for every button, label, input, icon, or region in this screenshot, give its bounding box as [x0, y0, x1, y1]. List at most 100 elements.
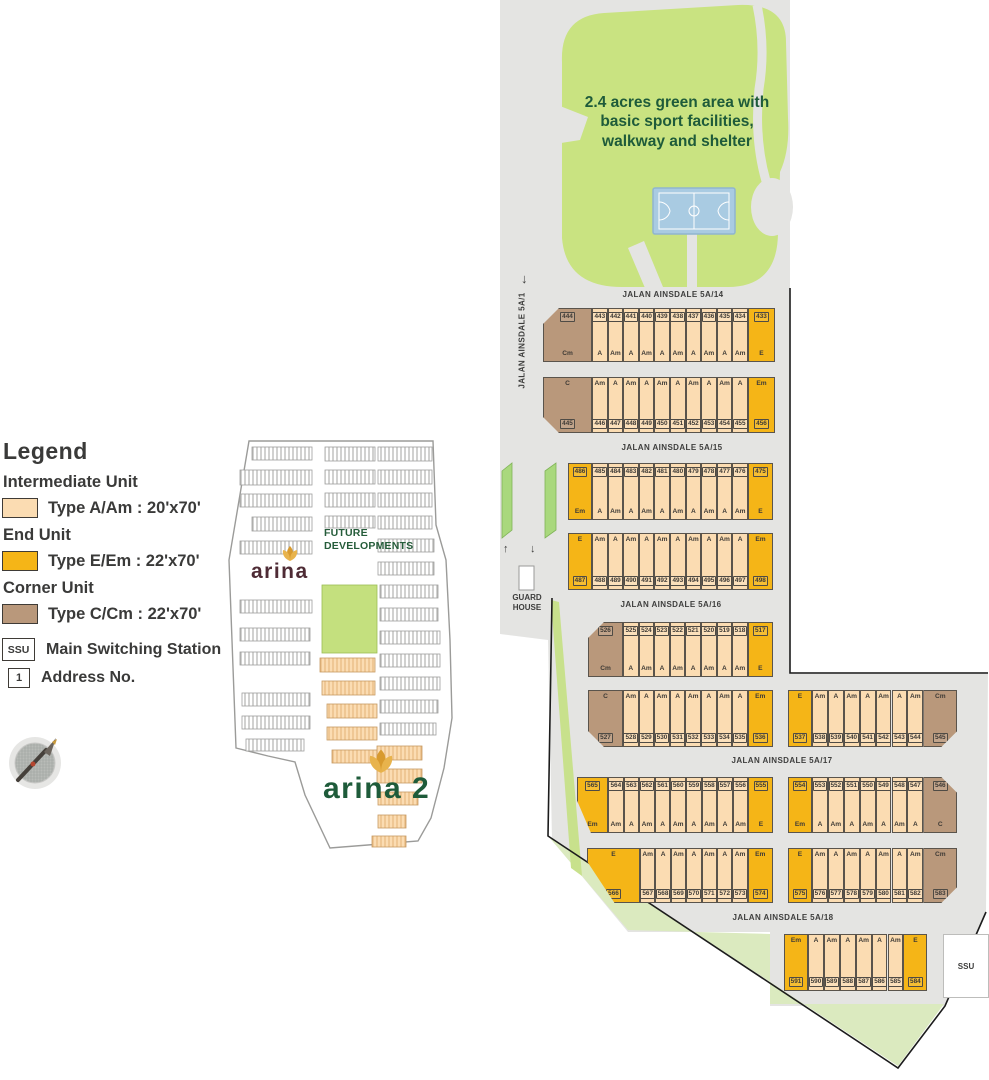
- overview-minimap: [228, 440, 453, 849]
- lot-type: A: [691, 821, 697, 829]
- lot-number: 563: [624, 781, 639, 791]
- lot-number: 444: [560, 312, 575, 322]
- lot-number: 439: [654, 312, 670, 322]
- guard-house-label: GUARD HOUSE: [512, 593, 542, 613]
- lot-number: 580: [876, 889, 891, 899]
- lot-number: 523: [654, 626, 670, 636]
- lot-type: A: [644, 693, 649, 700]
- lot-number: 443: [592, 312, 608, 322]
- lot-number: 436: [701, 312, 717, 322]
- minimap-green-patch: [321, 584, 378, 654]
- lot-number: 452: [686, 419, 701, 429]
- lot-type: Am: [846, 693, 858, 700]
- lot-number: 435: [717, 312, 732, 322]
- lot-number: 455: [732, 419, 748, 429]
- lot-number: 588: [840, 977, 856, 987]
- lot-type: Am: [610, 821, 622, 829]
- lot-number: 554: [792, 781, 808, 791]
- lot-number: 446: [592, 419, 608, 429]
- lot-type: Am: [704, 821, 715, 829]
- legend-end-label: Type E/Em : 22'x70': [48, 551, 200, 570]
- lot-number: 551: [844, 781, 860, 791]
- lot-number: 522: [670, 626, 685, 636]
- lot-number: 484: [608, 467, 623, 477]
- lot-type: Am: [641, 665, 652, 673]
- lot-type: Am: [610, 508, 621, 516]
- lot-number: 537: [792, 733, 808, 743]
- lot-type: Am: [734, 851, 746, 858]
- compass-icon: [9, 737, 61, 789]
- lot-type: A: [722, 821, 728, 829]
- lot-type: C: [937, 821, 943, 829]
- lot-type: Am: [610, 350, 621, 358]
- lot-number: 524: [639, 626, 654, 636]
- lot-type: Am: [719, 536, 730, 543]
- lot-number: 434: [732, 312, 748, 322]
- lot-number: 530: [654, 733, 670, 743]
- lot-number: 433: [754, 312, 769, 322]
- lot-number: 560: [670, 781, 686, 791]
- lot-number: 591: [788, 977, 804, 987]
- lot-number: 531: [670, 733, 685, 743]
- guard-house-box: [518, 565, 535, 591]
- lot-type: Am: [641, 821, 653, 829]
- lot-number: 437: [686, 312, 701, 322]
- lot-type: Am: [625, 536, 637, 543]
- lot-type: Am: [656, 380, 668, 387]
- lot-number: 538: [812, 733, 828, 743]
- road-direction-arrow-icon: ↓: [521, 271, 528, 286]
- lot-number: 494: [686, 576, 701, 586]
- lot-type: Am: [672, 665, 683, 673]
- lot-type: Am: [641, 508, 652, 516]
- park-walkway: [752, 4, 771, 183]
- lot-number: 498: [753, 576, 768, 586]
- lot-number: 544: [908, 733, 923, 743]
- lot-type: Am: [826, 937, 838, 944]
- lot-type: Am: [814, 693, 826, 700]
- park-shelter-area: [751, 178, 793, 236]
- lot-number: 569: [671, 889, 686, 899]
- end-swatch: [2, 551, 38, 571]
- lot-number: 567: [640, 889, 656, 899]
- lot-number: 583: [934, 890, 946, 897]
- lot-number: 456: [754, 419, 769, 429]
- lot-number: 476: [732, 467, 748, 477]
- lot-type: A: [722, 350, 727, 358]
- lot-number: 547: [908, 781, 923, 791]
- lot-number: 497: [732, 576, 748, 586]
- lot-type: Em: [574, 508, 586, 516]
- lot-type: A: [691, 508, 696, 516]
- lot-type: E: [758, 665, 763, 673]
- lot-type: Am: [830, 821, 842, 829]
- lot-type: A: [817, 821, 823, 829]
- lot-number: 453: [701, 419, 717, 429]
